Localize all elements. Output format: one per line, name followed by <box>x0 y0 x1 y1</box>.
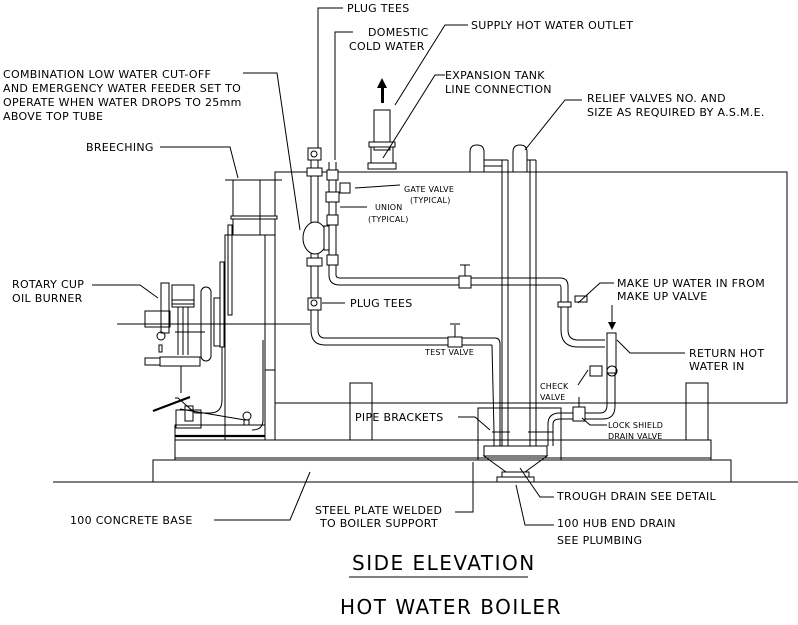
label-rotary-line2: OIL BURNER <box>12 292 83 305</box>
boiler-shell <box>224 171 788 441</box>
pedestal-right <box>685 382 709 441</box>
label-check-line1: CHECK <box>540 382 569 391</box>
label-hub-drain-line2: SEE PLUMBING <box>557 534 642 547</box>
label-lock-shield-line2: DRAIN VALVE <box>608 432 663 441</box>
plug-tee-top <box>307 147 322 161</box>
label-make-up-line2: MAKE UP VALVE <box>617 290 708 303</box>
label-pipe-brackets: PIPE BRACKETS <box>355 411 443 424</box>
label-domestic-line1: DOMESTIC <box>368 26 429 39</box>
label-union-line1: UNION <box>375 203 402 212</box>
union <box>306 167 323 177</box>
supply-outlet-pipe <box>373 109 391 151</box>
label-make-up-line1: MAKE UP WATER IN FROM <box>617 277 765 290</box>
label-concrete-base: 100 CONCRETE BASE <box>70 514 193 527</box>
label-test-valve: TEST VALVE <box>424 348 474 357</box>
callout-labels: PLUG TEES DOMESTIC COLD WATER SUPPLY HOT… <box>3 2 765 547</box>
label-rotary-line1: ROTARY CUP <box>12 278 84 291</box>
label-relief-line1: RELIEF VALVES NO. AND <box>587 92 726 105</box>
label-breeching: BREECHING <box>86 141 154 154</box>
concrete-base <box>152 459 732 483</box>
label-union-line2: (TYPICAL) <box>368 215 409 224</box>
label-lwco-line4: ABOVE TOP TUBE <box>3 110 103 123</box>
label-gate-valve-line2: (TYPICAL) <box>410 196 451 205</box>
rotary-cup-oil-burner <box>117 261 310 441</box>
label-supply-hot-water: SUPPLY HOT WATER OUTLET <box>471 19 633 32</box>
ground-and-base <box>53 382 798 483</box>
label-hub-drain-line1: 100 HUB END DRAIN <box>557 517 676 530</box>
test-valve-piping <box>447 323 501 433</box>
gate-valve <box>339 182 351 194</box>
label-lwco-line2: AND EMERGENCY WATER FEEDER SET TO <box>3 82 241 95</box>
label-domestic-line2: COLD WATER <box>349 40 425 53</box>
label-lock-shield-line1: LOCK SHIELD <box>608 421 663 430</box>
low-water-cutoff-piping <box>302 147 460 346</box>
return-hot-water-piping <box>547 305 618 432</box>
label-expansion-line1: EXPANSION TANK <box>445 69 545 82</box>
label-lwco-line1: COMBINATION LOW WATER CUT-OFF <box>3 68 211 81</box>
titles: SIDE ELEVATION HOT WATER BOILER <box>340 551 562 619</box>
breeching-flange <box>230 215 278 220</box>
drawing-title: HOT WATER BOILER <box>340 595 562 619</box>
label-gate-valve-line1: GATE VALVE <box>404 185 454 194</box>
label-expansion-line2: LINE CONNECTION <box>445 83 552 96</box>
make-up-water-piping <box>458 264 605 348</box>
label-return-line1: RETURN HOT <box>689 347 764 360</box>
test-valve <box>447 336 463 348</box>
label-lwco-line3: OPERATE WHEN WATER DROPS TO 25mm <box>3 96 242 109</box>
label-return-line2: WATER IN <box>689 360 745 373</box>
label-trough-drain: TROUGH DRAIN SEE DETAIL <box>556 490 717 503</box>
return-arrow-icon <box>608 322 616 330</box>
steel-support-plate <box>174 439 712 461</box>
low-water-cutoff-body <box>302 221 328 255</box>
breeching <box>232 179 276 236</box>
pedestal-left <box>349 382 373 441</box>
label-check-line2: VALVE <box>540 393 566 402</box>
label-plug-tees-mid: PLUG TEES <box>350 297 413 310</box>
trough-drain <box>477 407 562 483</box>
label-relief-line2: SIZE AS REQUIRED BY A.S.M.E. <box>587 106 765 119</box>
front-plate <box>264 234 276 441</box>
leader-lines <box>92 7 685 526</box>
top-fittings <box>367 78 537 432</box>
label-steel-plate-line1: STEEL PLATE WELDED <box>315 504 442 517</box>
supply-arrow-icon <box>377 78 387 103</box>
label-steel-plate-line2: TO BOILER SUPPORT <box>319 517 438 530</box>
label-plug-tees-top: PLUG TEES <box>347 2 410 15</box>
check-valve <box>589 365 603 377</box>
view-title: SIDE ELEVATION <box>352 551 536 575</box>
